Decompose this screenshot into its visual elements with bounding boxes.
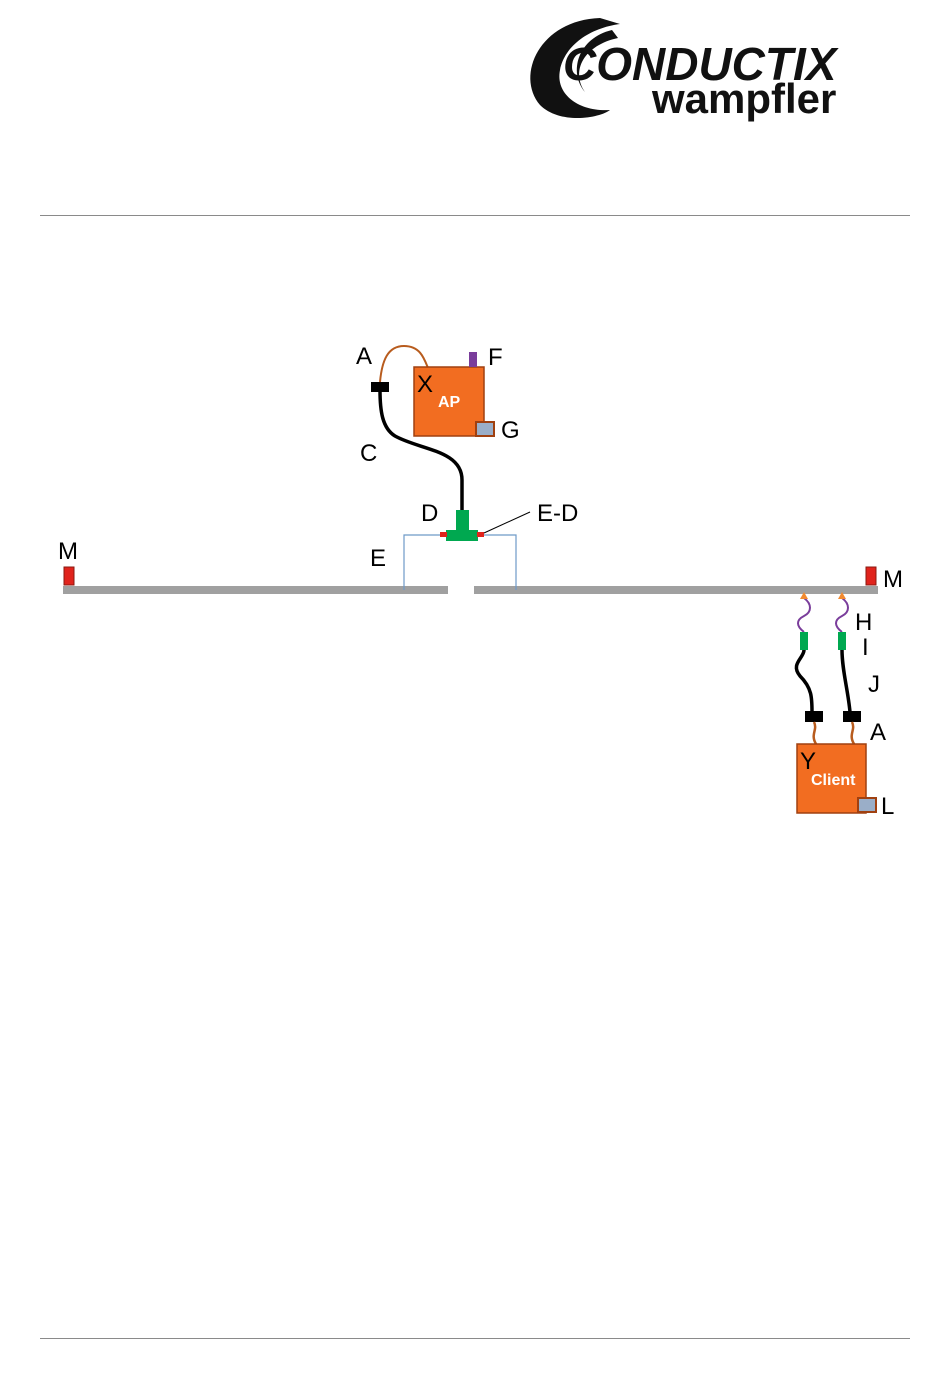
label-f: F xyxy=(488,344,503,371)
connector-a-top xyxy=(371,382,389,392)
client-lead-left xyxy=(814,722,816,744)
client-lead-right xyxy=(852,722,854,744)
rail-left xyxy=(63,586,448,594)
t-connector-red-left xyxy=(440,532,447,537)
e-d-leader-line xyxy=(484,512,530,533)
cable-j-left xyxy=(796,650,812,712)
cable-j-right xyxy=(842,650,850,712)
label-g: G xyxy=(501,417,520,444)
end-cap-right xyxy=(866,567,876,585)
connector-i-right xyxy=(838,632,846,650)
slot-cable-right xyxy=(478,535,516,590)
antenna-h-right xyxy=(836,598,848,632)
t-connector-red-right xyxy=(477,532,484,537)
connector-i-left xyxy=(800,632,808,650)
t-connector-bar xyxy=(446,530,478,541)
antenna-h-left xyxy=(798,598,810,632)
ap-x-label: X xyxy=(417,371,433,398)
label-c: C xyxy=(360,440,377,467)
label-m-right: M xyxy=(883,566,903,593)
conductix-logo: CONDUCTIX wampfler xyxy=(530,18,838,122)
label-e-d: E-D xyxy=(537,500,578,527)
label-e: E xyxy=(370,545,386,572)
logo-sub: wampfler xyxy=(651,75,836,122)
label-i: I xyxy=(862,634,869,661)
label-a-bottom: A xyxy=(870,719,886,746)
client-port-l xyxy=(858,798,876,812)
t-connector-stem xyxy=(456,510,469,532)
label-d: D xyxy=(421,500,438,527)
label-j: J xyxy=(868,671,880,698)
label-a-top: A xyxy=(356,343,372,370)
ap-port-g xyxy=(476,422,494,436)
client-y-label: Y xyxy=(800,748,816,775)
ap-label: AP xyxy=(438,394,461,411)
slot-cable-left xyxy=(404,535,448,590)
connector-a-bottom-right xyxy=(843,711,861,722)
client-label: Client xyxy=(811,772,856,789)
connector-a-bottom-left xyxy=(805,711,823,722)
rail-right xyxy=(474,586,878,594)
label-l: L xyxy=(881,793,894,820)
label-h: H xyxy=(855,609,872,636)
ap-port-f xyxy=(469,352,477,367)
end-cap-left xyxy=(64,567,74,585)
label-m-left: M xyxy=(58,538,78,565)
